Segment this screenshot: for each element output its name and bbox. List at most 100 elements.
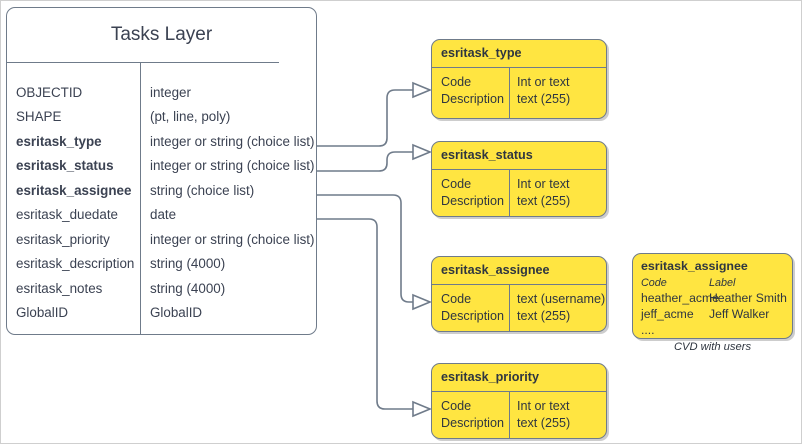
- domain-row-value: text (255): [517, 91, 571, 106]
- connector-priority: [317, 218, 413, 410]
- cvd-title: esritask_assignee: [641, 259, 748, 273]
- domain-box-esritask-type[interactable]: esritask_type Code Int or text Descripti…: [431, 39, 607, 119]
- domain-box-esritask-assignee[interactable]: esritask_assignee Code text (username) D…: [431, 256, 607, 332]
- domain-rows: Code Int or text Description text (255): [432, 73, 606, 107]
- domain-row-label: Code: [441, 398, 472, 413]
- cvd-label: Jeff Walker: [709, 307, 770, 321]
- domain-row-label: Code: [441, 74, 472, 89]
- field-name: GlobalID: [16, 305, 69, 321]
- domain-row-label: Code: [441, 291, 472, 306]
- domain-row-label: Description: [441, 308, 504, 323]
- cvd-values-box[interactable]: esritask_assignee Code Label heather_acm…: [632, 253, 793, 339]
- table-row: Description text (255): [432, 307, 606, 324]
- field-name: esritask_duedate: [16, 207, 118, 223]
- domain-row-value: Int or text: [517, 74, 570, 89]
- arrowhead-status: [412, 143, 433, 161]
- domain-title: esritask_status: [441, 148, 533, 162]
- domain-column-divider: [509, 284, 510, 331]
- domain-row-label: Description: [441, 91, 504, 106]
- arrowhead-type: [412, 81, 433, 99]
- field-type: string (4000): [150, 280, 226, 296]
- cvd-header-label: Label: [709, 277, 736, 289]
- field-type: string (choice list): [150, 182, 255, 198]
- table-row[interactable]: OBJECTID integer: [7, 80, 316, 105]
- domain-header-divider: [432, 391, 606, 392]
- connector-type: [317, 89, 413, 147]
- cvd-header-row: Code Label: [633, 276, 792, 290]
- field-type: GlobalID: [150, 305, 203, 321]
- field-type: integer: [150, 84, 191, 100]
- domain-row-value: text (255): [517, 308, 571, 323]
- connector-assignee: [317, 194, 413, 303]
- arrowhead-assignee: [412, 293, 433, 311]
- table-row: Description text (255): [432, 414, 606, 431]
- field-name: esritask_description: [16, 256, 135, 272]
- domain-header-divider: [432, 169, 606, 170]
- table-row: Code text (username): [432, 290, 606, 307]
- field-name: esritask_notes: [16, 280, 103, 296]
- field-type: integer or string (choice list): [150, 133, 315, 149]
- cvd-code: heather_acme: [641, 291, 719, 305]
- domain-title: esritask_assignee: [441, 263, 550, 277]
- field-name: esritask_status: [16, 158, 114, 174]
- list-item: ....: [633, 322, 792, 338]
- table-row[interactable]: esritask_notes string (4000): [7, 276, 316, 301]
- table-row[interactable]: esritask_duedate date: [7, 203, 316, 228]
- list-item: jeff_acme Jeff Walker: [633, 306, 792, 322]
- field-type: integer or string (choice list): [150, 158, 315, 174]
- field-type: date: [150, 207, 177, 223]
- domain-column-divider: [509, 169, 510, 216]
- domain-box-esritask-priority[interactable]: esritask_priority Code Int or text Descr…: [431, 363, 607, 439]
- domain-row-value: Int or text: [517, 176, 570, 191]
- connector-status: [317, 151, 413, 172]
- domain-column-divider: [509, 391, 510, 438]
- table-row[interactable]: esritask_type integer or string (choice …: [7, 129, 316, 154]
- domain-row-value: Int or text: [517, 398, 570, 413]
- arrowhead-priority: [412, 400, 433, 418]
- tasks-column-divider: [140, 62, 141, 334]
- domain-title: esritask_type: [441, 46, 522, 60]
- domain-title: esritask_priority: [441, 370, 540, 384]
- table-row: Description text (255): [432, 90, 606, 107]
- field-type: string (4000): [150, 256, 226, 272]
- domain-header-divider: [432, 284, 606, 285]
- table-row[interactable]: GlobalID GlobalID: [7, 301, 316, 326]
- field-type: integer or string (choice list): [150, 231, 315, 247]
- domain-header-divider: [432, 67, 606, 68]
- domain-row-label: Description: [441, 415, 504, 430]
- domain-row-label: Description: [441, 193, 504, 208]
- field-name: esritask_priority: [16, 231, 110, 247]
- table-row[interactable]: esritask_status integer or string (choic…: [7, 154, 316, 179]
- cvd-code: ....: [641, 323, 655, 337]
- domain-rows: Code Int or text Description text (255): [432, 397, 606, 431]
- cvd-caption: CVD with users: [673, 341, 752, 353]
- domain-row-value: text (255): [517, 193, 571, 208]
- table-row[interactable]: esritask_assignee string (choice list): [7, 178, 316, 203]
- field-type: (pt, line, poly): [150, 109, 231, 125]
- field-name: OBJECTID: [16, 84, 83, 100]
- table-row[interactable]: esritask_description string (4000): [7, 252, 316, 277]
- table-row[interactable]: esritask_priority integer or string (cho…: [7, 227, 316, 252]
- domain-rows: Code text (username) Description text (2…: [432, 290, 606, 324]
- tasks-layer-title: Tasks Layer: [110, 24, 213, 45]
- domain-rows: Code Int or text Description text (255): [432, 175, 606, 209]
- field-name: esritask_assignee: [16, 182, 132, 198]
- domain-box-esritask-status[interactable]: esritask_status Code Int or text Descrip…: [431, 141, 607, 217]
- table-row[interactable]: SHAPE (pt, line, poly): [7, 105, 316, 130]
- domain-row-value: text (username): [517, 291, 606, 306]
- table-row: Description text (255): [432, 192, 606, 209]
- domain-row-label: Code: [441, 176, 472, 191]
- table-row: Code Int or text: [432, 175, 606, 192]
- table-row: Code Int or text: [432, 73, 606, 90]
- field-name: esritask_type: [16, 133, 102, 149]
- tasks-field-list: OBJECTID integer SHAPE (pt, line, poly) …: [7, 80, 316, 325]
- field-name: SHAPE: [16, 109, 62, 125]
- tasks-layer-entity[interactable]: Tasks Layer OBJECTID integer SHAPE (pt, …: [6, 7, 317, 335]
- cvd-header-code: Code: [641, 277, 667, 289]
- table-row: Code Int or text: [432, 397, 606, 414]
- domain-column-divider: [509, 67, 510, 118]
- cvd-rows: Code Label heather_acme Heather Smith je…: [633, 276, 792, 338]
- cvd-code: jeff_acme: [641, 307, 694, 321]
- cvd-label: Heather Smith: [709, 291, 787, 305]
